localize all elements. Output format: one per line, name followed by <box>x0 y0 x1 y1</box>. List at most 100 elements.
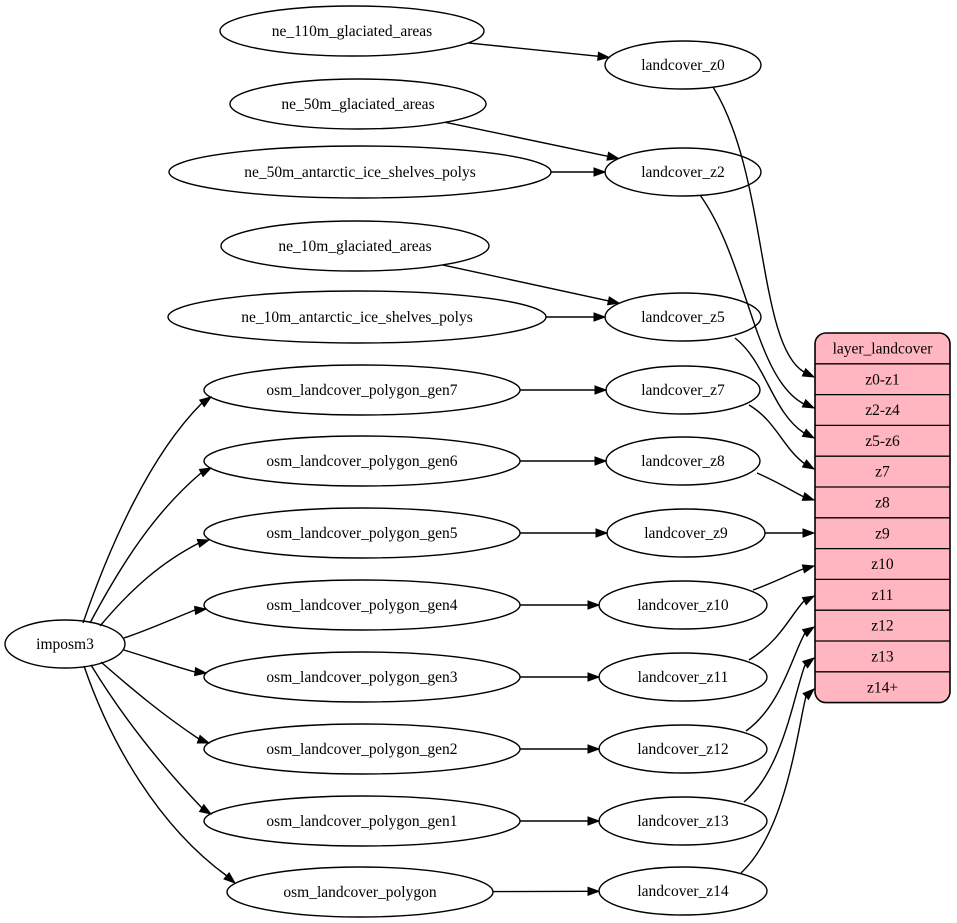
node-osm_landcover_polygon_gen3: osm_landcover_polygon_gen3 <box>203 651 521 703</box>
node-label-osm_landcover_polygon_gen5: osm_landcover_polygon_gen5 <box>266 525 457 542</box>
node-label-landcover_z0: landcover_z0 <box>641 57 725 74</box>
edge-osm_landcover_polygon_gen7-to-landcover_z7 <box>520 385 608 395</box>
edge-path <box>740 695 807 874</box>
arrowhead <box>595 528 609 538</box>
node-ne_110m_glaciated_areas: ne_110m_glaciated_areas <box>219 5 485 57</box>
arrowhead <box>587 744 601 754</box>
edge-landcover_z7-to-layer_landcover.z7 <box>748 404 816 470</box>
node-landcover_z7: landcover_z7 <box>605 365 761 415</box>
node-label-osm_landcover_polygon: osm_landcover_polygon <box>283 884 437 901</box>
node-label-landcover_z10: landcover_z10 <box>637 597 728 614</box>
arrowhead <box>801 398 816 409</box>
edge-ne_110m_glaciated_areas-to-landcover_z0 <box>467 42 611 61</box>
table-row-z8: z8 <box>875 495 890 512</box>
node-label-ne_50m_glaciated_areas: ne_50m_glaciated_areas <box>281 96 434 113</box>
table-row-z11: z11 <box>872 587 894 604</box>
table-row-z7: z7 <box>875 464 890 481</box>
edge-path <box>467 42 601 58</box>
arrowhead <box>802 688 816 701</box>
edge-osm_landcover_polygon_gen5-to-landcover_z9 <box>520 528 609 538</box>
node-landcover_z11: landcover_z11 <box>598 652 768 702</box>
edge-path <box>752 568 804 591</box>
node-label-imposm3: imposm3 <box>36 636 94 653</box>
node-landcover_z8: landcover_z8 <box>605 436 761 486</box>
arrowhead <box>801 491 816 501</box>
arrowhead <box>801 459 816 470</box>
node-label-osm_landcover_polygon_gen6: osm_landcover_polygon_gen6 <box>266 453 457 470</box>
table-row-z0-z1: z0-z1 <box>865 371 899 388</box>
edge-imposm3-to-osm_landcover_polygon_gen3 <box>123 649 208 677</box>
node-landcover_z14: landcover_z14 <box>598 866 768 916</box>
table-row-z13: z13 <box>871 649 894 666</box>
arrowhead <box>587 672 601 682</box>
node-label-landcover_z13: landcover_z13 <box>637 813 728 830</box>
edge-landcover_z13-to-layer_landcover.z13 <box>743 657 816 803</box>
edge-path <box>83 665 228 877</box>
edge-landcover_z2-to-layer_landcover.z2-z4 <box>699 194 816 409</box>
edge-path <box>756 472 805 498</box>
node-label-landcover_z12: landcover_z12 <box>637 741 728 758</box>
edge-path <box>712 86 805 373</box>
edge-imposm3-to-osm_landcover_polygon_gen4 <box>123 605 208 639</box>
node-label-osm_landcover_polygon_gen7: osm_landcover_polygon_gen7 <box>266 382 457 399</box>
node-landcover_z5: landcover_z5 <box>604 292 762 342</box>
node-label-landcover_z2: landcover_z2 <box>641 164 725 181</box>
edge-ne_50m_antarctic_ice_shelves_polys-to-landcover_z2 <box>551 167 607 177</box>
node-osm_landcover_polygon_gen2: osm_landcover_polygon_gen2 <box>203 723 521 775</box>
edge-path <box>89 472 202 624</box>
node-ne_50m_glaciated_areas: ne_50m_glaciated_areas <box>229 78 487 130</box>
node-landcover_z12: landcover_z12 <box>598 724 768 774</box>
edge-imposm3-to-osm_landcover_polygon <box>83 665 237 884</box>
node-ne_10m_glaciated_areas: ne_10m_glaciated_areas <box>220 220 490 272</box>
arrowhead <box>801 595 816 606</box>
edge-path <box>100 661 200 740</box>
edge-osm_landcover_polygon_gen6-to-landcover_z8 <box>520 456 608 466</box>
edge-landcover_z14-to-layer_landcover.z14+ <box>740 688 816 874</box>
edge-path <box>442 264 611 302</box>
arrowhead <box>593 167 607 177</box>
node-label-ne_110m_glaciated_areas: ne_110m_glaciated_areas <box>272 23 432 40</box>
edge-osm_landcover_polygon_gen2-to-landcover_z12 <box>520 744 601 754</box>
node-osm_landcover_polygon_gen1: osm_landcover_polygon_gen1 <box>203 795 521 847</box>
arrowhead <box>606 296 621 306</box>
edge-imposm3-to-osm_landcover_polygon_gen6 <box>89 467 213 624</box>
table-row-z10: z10 <box>871 556 894 573</box>
table-layer_landcover: layer_landcoverz0-z1z2-z4z5-z6z7z8z9z10z… <box>814 332 951 704</box>
node-shape-ne_110m_glaciated_areas <box>219 5 485 57</box>
arrowhead <box>587 886 601 897</box>
edge-path <box>123 649 196 673</box>
arrowhead <box>223 871 237 884</box>
node-landcover_z13: landcover_z13 <box>598 796 768 846</box>
node-label-ne_10m_antarctic_ice_shelves_polys: ne_10m_antarctic_ice_shelves_polys <box>241 309 473 326</box>
arrowhead <box>801 428 816 439</box>
node-label-landcover_z11: landcover_z11 <box>638 669 729 686</box>
arrowhead <box>597 51 611 61</box>
edge-imposm3-to-osm_landcover_polygon_gen2 <box>100 661 211 744</box>
node-shape-ne_50m_glaciated_areas <box>229 78 487 130</box>
table-row-z2-z4: z2-z4 <box>865 402 900 419</box>
edge-imposm3-to-osm_landcover_polygon_gen1 <box>90 664 213 815</box>
node-landcover_z9: landcover_z9 <box>606 508 766 558</box>
edge-ne_10m_antarctic_ice_shelves_polys-to-landcover_z5 <box>546 312 607 322</box>
arrowhead <box>198 803 213 815</box>
edge-path <box>699 194 805 405</box>
node-imposm3: imposm3 <box>4 619 126 669</box>
node-landcover_z0: landcover_z0 <box>604 40 762 90</box>
edge-landcover_z5-to-layer_landcover.z5-z6 <box>734 337 816 439</box>
arrowhead <box>802 528 816 538</box>
node-label-landcover_z5: landcover_z5 <box>641 309 725 326</box>
edge-landcover_z9-to-layer_landcover.z9 <box>765 528 816 538</box>
table-row-z12: z12 <box>871 618 893 635</box>
edge-landcover_z11-to-layer_landcover.z11 <box>748 595 816 661</box>
node-label-landcover_z9: landcover_z9 <box>644 525 728 542</box>
table-row-z9: z9 <box>875 525 890 542</box>
edge-path <box>99 542 200 627</box>
node-label-landcover_z7: landcover_z7 <box>641 382 725 399</box>
arrowhead <box>194 605 208 616</box>
node-label-landcover_z14: landcover_z14 <box>637 883 728 900</box>
edge-path <box>734 337 805 434</box>
edge-landcover_z10-to-layer_landcover.z10 <box>752 564 816 591</box>
arrowhead <box>594 456 608 466</box>
